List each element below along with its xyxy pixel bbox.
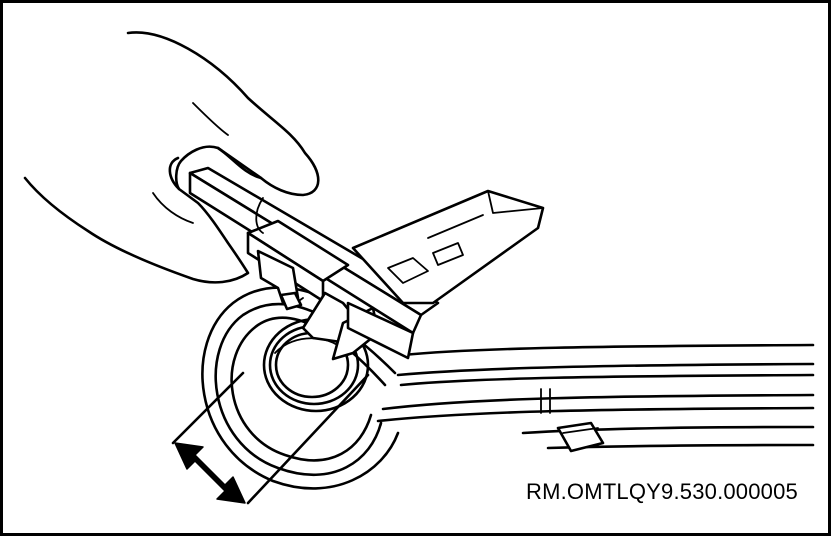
figure-reference-code: RM.OMTLQY9.530.000005	[525, 479, 798, 504]
dimension-lines	[171, 371, 370, 505]
double-arrow-icon	[174, 442, 246, 504]
illustration	[23, 31, 815, 505]
leaf-spring-icon	[376, 343, 815, 453]
caliper-icon	[188, 166, 545, 361]
hand-icon	[23, 31, 320, 284]
